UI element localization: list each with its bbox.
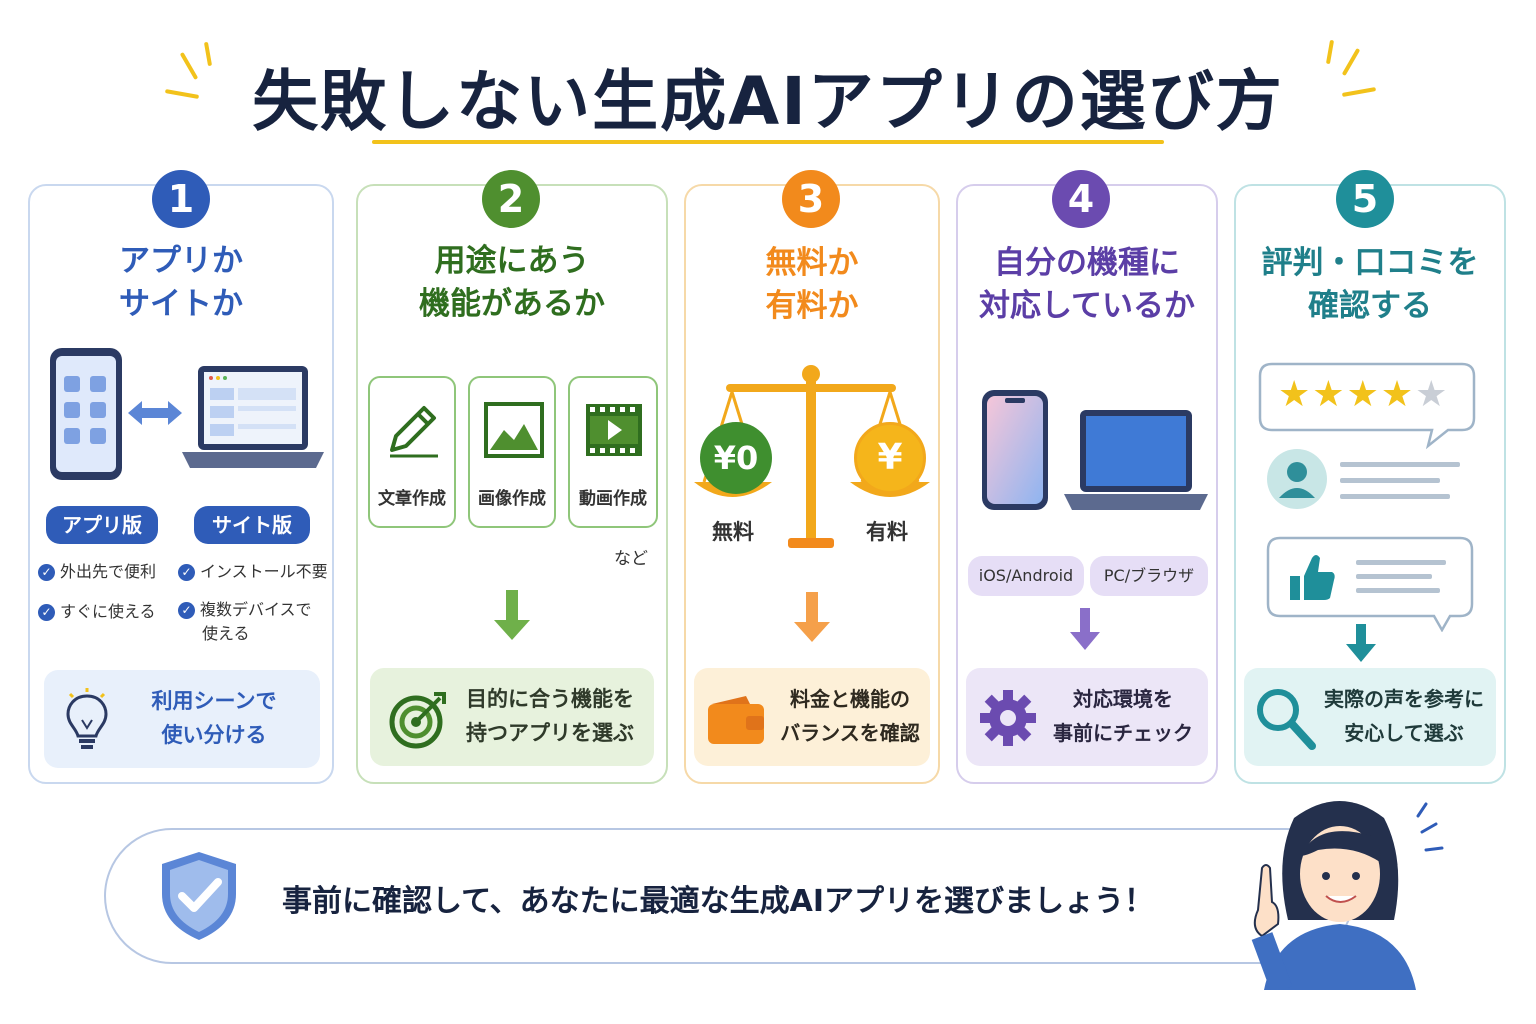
- double-arrow-icon: [128, 401, 182, 425]
- target-icon: [389, 692, 446, 749]
- check-icon: ✓: [178, 602, 195, 619]
- user-avatar-icon: [1267, 449, 1327, 509]
- review-text-lines: [1340, 462, 1460, 499]
- card-4-summary: 対応環境を事前にチェック: [966, 668, 1208, 766]
- card-1-app-or-site: 1 アプリか サイトか アプリ版 サイト版 ✓外出先で便利 ✓すぐに使える ✓イ…: [28, 170, 334, 784]
- card-1-title: アプリか サイトか: [119, 243, 243, 322]
- app-point-1: ✓外出先で便利: [38, 558, 156, 582]
- woman-pointing-illustration: [1251, 801, 1444, 990]
- card-1-summary: 利用シーンで使い分ける: [44, 670, 320, 768]
- card-2-title: 用途にあう機能があるか: [419, 243, 605, 322]
- card-2-summary-text: 目的に合う機能を持つアプリを選ぶ: [466, 687, 634, 745]
- step-badge-4: 4: [1052, 170, 1110, 228]
- rating-speech-bubble: [1258, 362, 1476, 450]
- star-icon: ★: [1415, 374, 1450, 415]
- step-badge-1: 1: [152, 170, 210, 228]
- lightbulb-icon: [66, 688, 108, 749]
- star-icon: ★: [1346, 374, 1381, 415]
- magnifier-icon: [1257, 689, 1316, 750]
- free-label: 無料: [712, 520, 754, 544]
- ios-android-pill: iOS/Android: [968, 556, 1084, 596]
- step-badge-5: 5: [1336, 170, 1394, 228]
- paid-coin: ¥: [854, 422, 926, 494]
- card-3-summary: 料金と機能のバランスを確認: [694, 668, 930, 766]
- card-2-summary: 目的に合う機能を持つアプリを選ぶ: [370, 668, 654, 766]
- down-arrow-icon: [494, 590, 530, 640]
- step-badge-2: 2: [482, 170, 540, 228]
- site-version-pill: サイト版: [194, 506, 310, 544]
- card-5-summary-text: 実際の声を参考に安心して選ぶ: [1324, 687, 1484, 745]
- title-underline: [372, 140, 1164, 144]
- card-4-summary-text: 対応環境を事前にチェック: [1053, 687, 1193, 745]
- star-rating: ★★★★★: [1278, 374, 1449, 415]
- star-icon: ★: [1312, 374, 1347, 415]
- feature-text-writing: 文章作成: [368, 376, 456, 528]
- video-icon: [586, 404, 642, 456]
- down-arrow-icon: [1346, 624, 1376, 662]
- laptop-icon: [1064, 410, 1208, 510]
- wallet-icon: [708, 696, 764, 744]
- card-4-title: 自分の機種に対応しているか: [978, 245, 1196, 324]
- gear-icon: [980, 690, 1036, 746]
- footer-banner: [104, 828, 1354, 964]
- check-icon: ✓: [38, 564, 55, 581]
- card-3-title: 無料か有料か: [765, 245, 859, 324]
- app-version-pill: アプリ版: [46, 506, 158, 544]
- feature-image-creation: 画像作成: [468, 376, 556, 528]
- laptop-icon: [182, 366, 324, 468]
- down-arrow-icon: [1070, 608, 1100, 650]
- paid-label: 有料: [866, 520, 908, 544]
- shield-check-icon: [162, 852, 236, 940]
- smartphone-icon: [50, 348, 122, 480]
- card-5-title: 評判・口コミを確認する: [1261, 245, 1479, 324]
- check-icon: ✓: [178, 564, 195, 581]
- site-point-1: ✓インストール不要: [178, 558, 328, 582]
- card-5-summary: 実際の声を参考に安心して選ぶ: [1244, 668, 1496, 766]
- page-title: 失敗しない生成AIアプリの選び方: [252, 63, 1284, 140]
- thumbs-up-icon: [1290, 555, 1335, 600]
- feature-video-creation: 動画作成: [568, 376, 658, 528]
- site-point-2: ✓複数デバイスで使える: [178, 598, 312, 646]
- smartphone-icon: [982, 390, 1048, 510]
- free-coin: ¥0: [700, 422, 772, 494]
- card-3-summary-text: 料金と機能のバランスを確認: [780, 687, 920, 745]
- star-icon: ★: [1380, 374, 1416, 415]
- thumbs-up-speech-bubble: [1266, 536, 1474, 632]
- check-icon: ✓: [38, 604, 55, 621]
- footer-message: 事前に確認して、あなたに最適な生成AIアプリを選びましょう！: [282, 884, 1154, 919]
- pc-browser-pill: PC/ブラウザ: [1090, 556, 1208, 596]
- app-point-2: ✓すぐに使える: [38, 598, 156, 622]
- card-1-summary-text: 利用シーンで使い分ける: [151, 689, 277, 747]
- down-arrow-icon: [794, 592, 830, 642]
- image-icon: [484, 402, 544, 458]
- step-badge-3: 3: [782, 170, 840, 228]
- etc-label: など: [614, 549, 648, 569]
- star-icon: ★: [1278, 374, 1313, 415]
- pencil-icon: [390, 406, 438, 458]
